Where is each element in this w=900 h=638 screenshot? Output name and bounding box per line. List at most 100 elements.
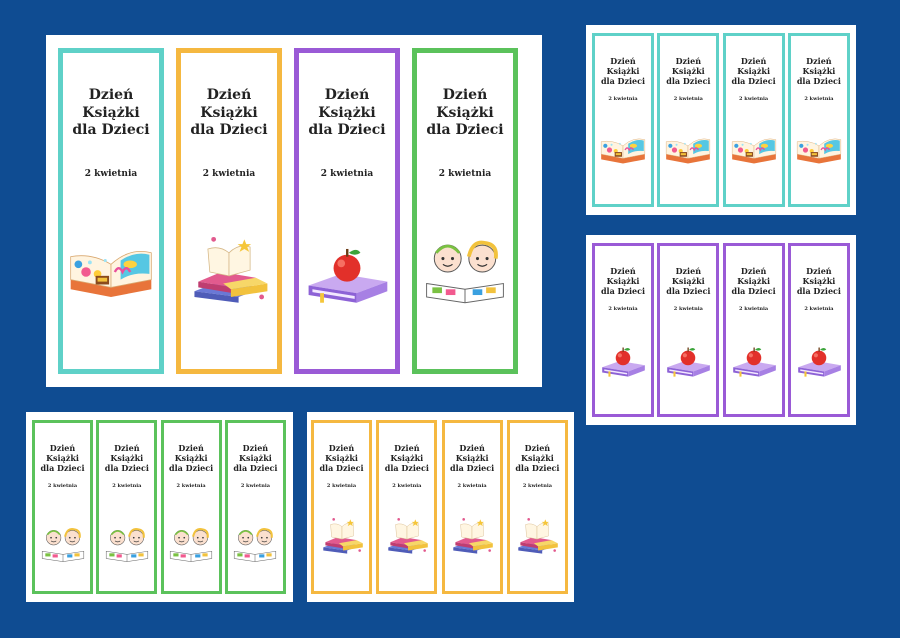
- kids-reading-icon: [41, 528, 84, 562]
- open-book-ocean-icon: [666, 138, 711, 164]
- bookmark-title-line1: Dzień Książki: [436, 87, 494, 121]
- bookmark-date: 2 kwietnia: [202, 169, 256, 179]
- bookmark-date: 2 kwietnia: [673, 96, 703, 102]
- open-book-ocean-icon: [600, 138, 646, 164]
- book-apple-icon: [662, 338, 714, 382]
- bookmark-title-line2: dla Dzieci: [796, 286, 841, 296]
- bookmark-title-line2: dla Dzieci: [169, 463, 214, 473]
- kids-reading-icon: [105, 528, 148, 562]
- kids-reading-icon: [234, 528, 277, 562]
- bookmark-date: 2 kwietnia: [240, 483, 270, 489]
- bookmark-date: 2 kwietnia: [608, 306, 638, 312]
- bookmark-title-line1: Dzień Książki: [110, 443, 144, 463]
- kids-reading-icon: [37, 523, 89, 567]
- bookmark-title-line2: dla Dzieci: [731, 286, 776, 296]
- open-book-ocean-icon: [70, 250, 152, 297]
- bookmark-title-line2: dla Dzieci: [600, 286, 646, 296]
- kids-reading-icon: [229, 523, 281, 567]
- bookmark-title-line1: Dzień Książki: [802, 266, 836, 286]
- bookmark-title-line2: dla Dzieci: [72, 122, 150, 138]
- bookmark-title-line2: dla Dzieci: [308, 122, 386, 138]
- book-apple-icon: [798, 347, 841, 377]
- stacked-books-icon: [181, 231, 277, 313]
- stacked-books-icon: [322, 518, 363, 554]
- bookmark-date: 2 kwietnia: [84, 169, 138, 179]
- book-apple-icon: [597, 338, 649, 382]
- stacked-books-icon: [518, 518, 559, 554]
- bookmark-title-line2: dla Dzieci: [426, 122, 504, 138]
- bookmark-title-line1: Dzień Książki: [737, 56, 770, 76]
- bookmark-title-line1: Dzień Książki: [606, 266, 640, 286]
- bookmark-title-line2: dla Dzieci: [40, 463, 85, 473]
- open-book-ocean-icon: [597, 128, 649, 172]
- bookmark-title-line1: Dzień Książki: [606, 56, 640, 76]
- book-apple-icon: [667, 347, 711, 377]
- bookmark-date: 2 kwietnia: [739, 306, 769, 312]
- stacked-books-icon: [381, 515, 433, 559]
- bookmark-date: 2 kwietnia: [804, 96, 834, 102]
- bookmark-title-line1: Dzień Książki: [671, 266, 705, 286]
- bookmark-title-line2: dla Dzieci: [731, 76, 776, 86]
- bookmark-date: 2 kwietnia: [804, 306, 834, 312]
- bookmark-title-line2: dla Dzieci: [600, 76, 646, 86]
- bookmark-date: 2 kwietnia: [326, 483, 357, 489]
- bookmark-title-line2: dla Dzieci: [384, 463, 429, 473]
- stacked-books-icon: [446, 515, 498, 559]
- stacked-books-icon: [511, 515, 563, 559]
- bookmark-title-line1: Dzień Książki: [318, 87, 376, 121]
- bookmark-title-line1: Dzień Książki: [82, 87, 140, 121]
- stacked-books-icon: [453, 518, 493, 554]
- kids-reading-icon: [170, 528, 213, 562]
- bookmark-title-line2: dla Dzieci: [104, 463, 149, 473]
- bookmark-title-line1: Dzień Książki: [455, 443, 489, 463]
- bookmark-title-line1: Dzień Książki: [238, 443, 272, 463]
- bookmark-title-line1: Dzień Książki: [200, 87, 258, 121]
- bookmark-title-line2: dla Dzieci: [190, 122, 268, 138]
- bookmark-title-line2: dla Dzieci: [450, 463, 495, 473]
- bookmark-date: 2 kwietnia: [392, 483, 422, 489]
- bookmark-date: 2 kwietnia: [438, 169, 492, 179]
- open-book-ocean-icon: [793, 128, 845, 172]
- open-book-ocean-icon: [731, 138, 776, 164]
- bookmark-date: 2 kwietnia: [176, 483, 206, 489]
- bookmark-title-line2: dla Dzieci: [515, 463, 560, 473]
- kids-reading-icon: [165, 523, 217, 567]
- open-book-ocean-icon: [728, 128, 780, 172]
- bookmark-title-line1: Dzień Książki: [390, 443, 424, 463]
